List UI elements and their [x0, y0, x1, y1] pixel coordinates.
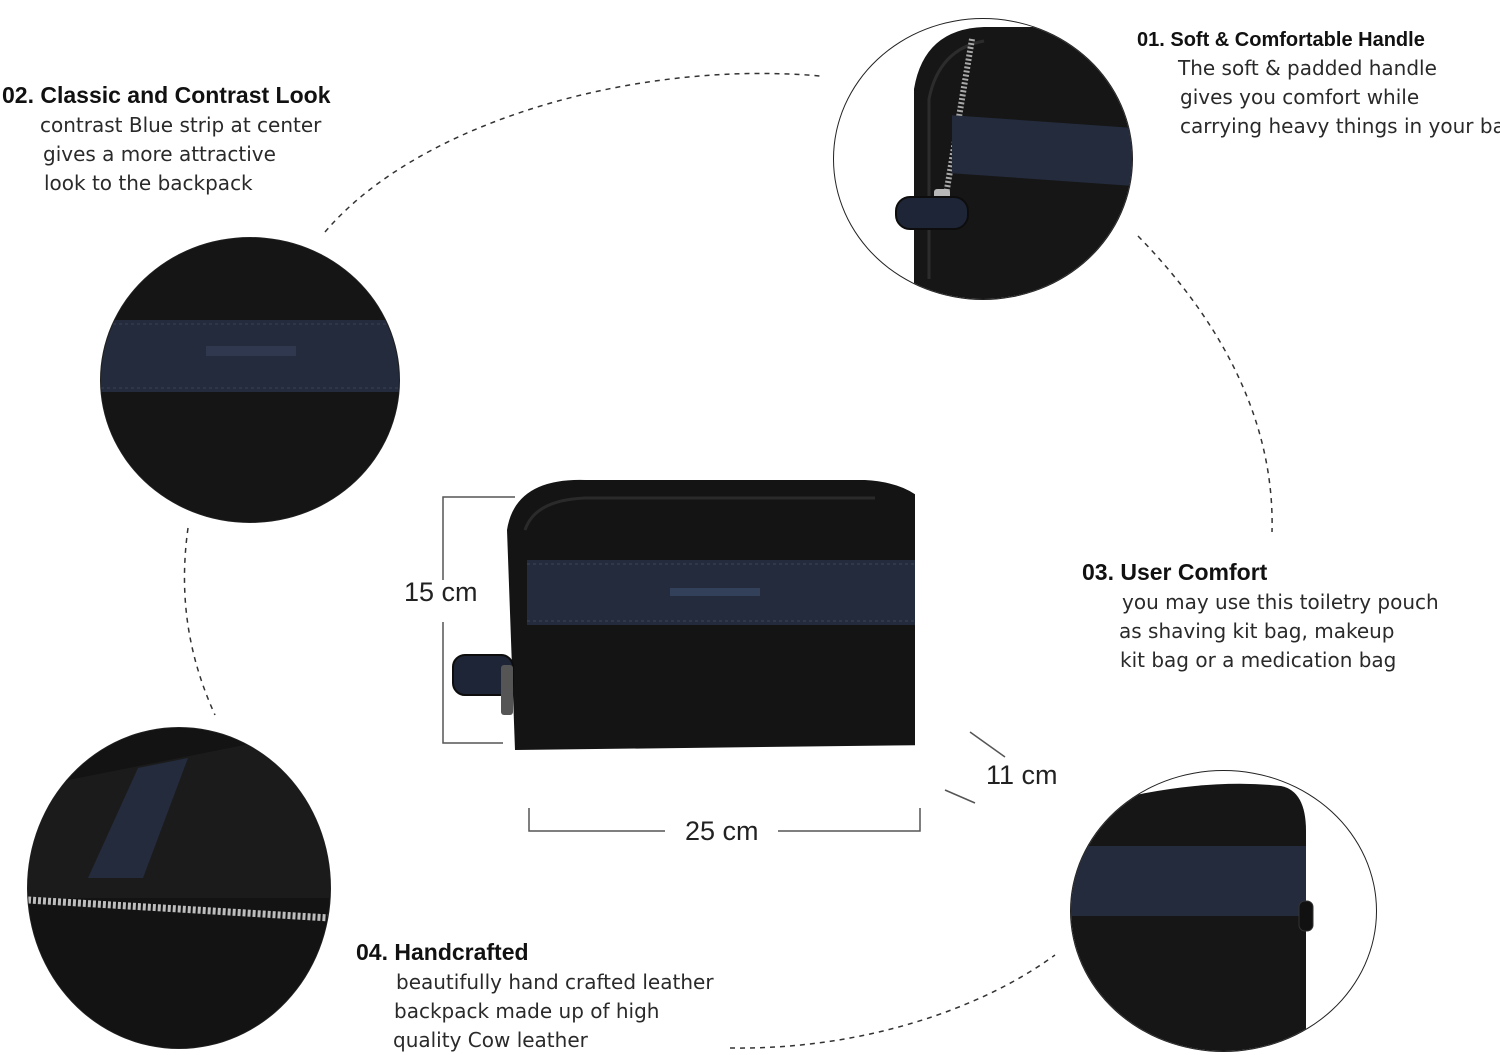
feature-title: 03. User Comfort [1082, 559, 1268, 585]
depth-label: 11 cm [986, 760, 1058, 790]
feature-line: quality Cow leather [393, 1028, 588, 1052]
feature-handcrafted: 04. Handcrafted beautifully hand crafted… [356, 939, 714, 1055]
height-bracket-lower [442, 622, 503, 744]
side-closeup-circle [1070, 770, 1377, 1052]
handle-closeup-circle [833, 18, 1133, 300]
feature-line: beautifully hand crafted leather [396, 970, 714, 994]
width-label: 25 cm [685, 816, 759, 846]
feature-line: look to the backpack [44, 171, 253, 195]
feature-line: contrast Blue strip at center [40, 113, 322, 137]
side-closeup-image [1071, 783, 1314, 1051]
feature-title: 02. Classic and Contrast Look [2, 82, 331, 108]
arc-left [183, 527, 216, 716]
arc-bottom [729, 954, 1056, 1049]
height-label: 15 cm [404, 577, 478, 607]
feature-contrast: 02. Classic and Contrast Look contrast B… [2, 82, 330, 198]
depth-bracket-top [969, 731, 1006, 758]
arc-top-left [324, 72, 821, 233]
arc-right [1137, 235, 1273, 533]
height-bracket [442, 496, 515, 580]
feature-line: as shaving kit bag, makeup [1119, 619, 1395, 643]
strip-closeup-image [101, 238, 399, 522]
feature-user-comfort: 03. User Comfort you may use this toilet… [1082, 559, 1439, 675]
feature-line: carrying heavy things in your bag [1180, 114, 1500, 138]
width-bracket-right [778, 808, 921, 832]
handle-closeup-image [895, 27, 1132, 299]
feature-line: The soft & padded handle [1178, 56, 1437, 80]
depth-bracket-bottom [944, 789, 976, 804]
width-bracket-left [528, 808, 665, 832]
feature-line: kit bag or a medication bag [1120, 648, 1397, 672]
feature-line: you may use this toiletry pouch [1122, 590, 1439, 614]
feature-line: backpack made up of high [394, 999, 660, 1023]
feature-handle: 01. Soft & Comfortable Handle The soft &… [1137, 29, 1500, 141]
toiletry-bag-image [452, 479, 915, 750]
strip-closeup-circle [100, 237, 400, 523]
feature-title: 01. Soft & Comfortable Handle [1137, 29, 1425, 51]
feature-line: gives you comfort while [1180, 85, 1420, 109]
feature-line: gives a more attractive [43, 142, 276, 166]
feature-title: 04. Handcrafted [356, 939, 529, 965]
zipper-closeup-circle [27, 727, 331, 1049]
zipper-closeup-image [28, 728, 330, 1048]
